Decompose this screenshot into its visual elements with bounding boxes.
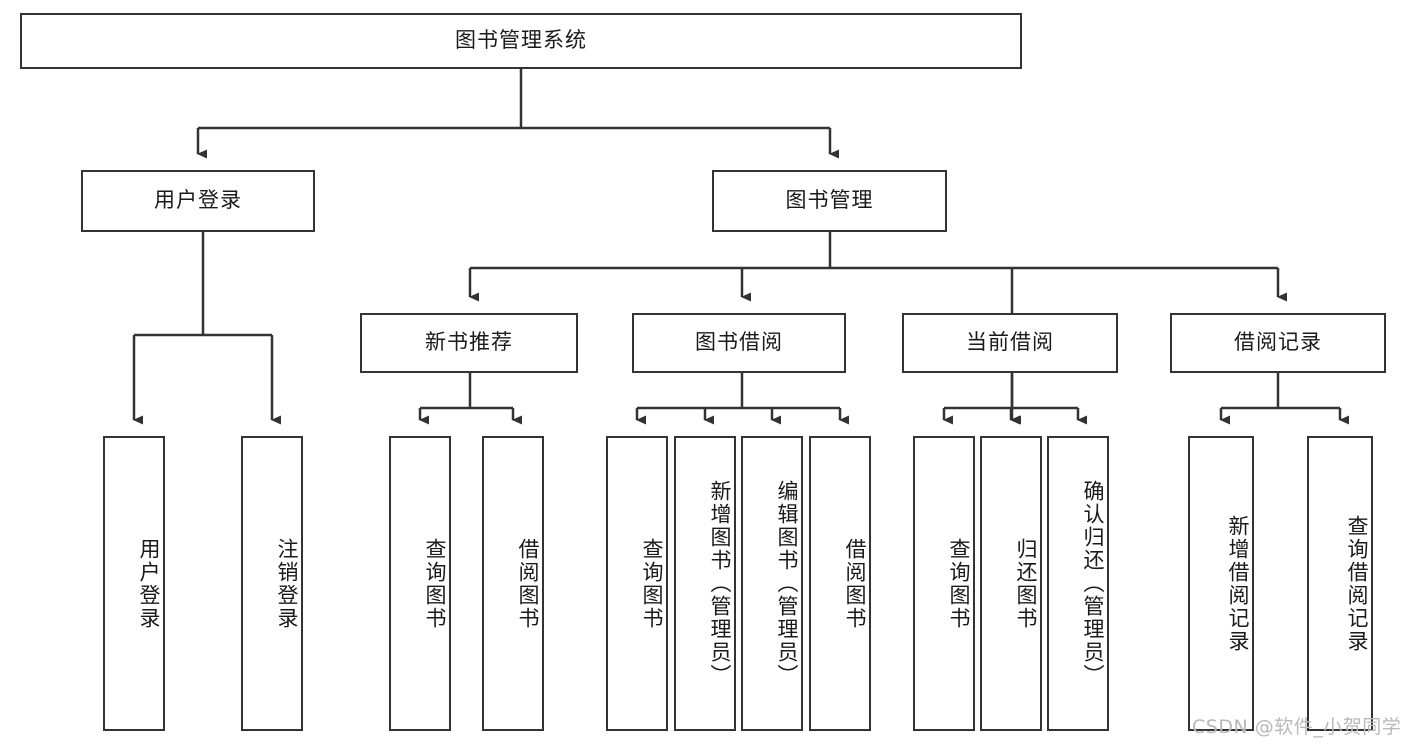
leaf-confirm-return-admin[interactable]: 确认归还（管理员） [1047, 436, 1109, 731]
node-label: 确认归还（管理员） [1081, 480, 1105, 687]
node-label: 用户登录 [137, 537, 161, 630]
node-label: 查询图书 [423, 537, 447, 630]
leaf-logout[interactable]: 注销登录 [241, 436, 303, 731]
leaf-add-book-admin[interactable]: 新增图书（管理员） [674, 436, 736, 731]
leaf-query-book[interactable]: 查询图书 [606, 436, 668, 731]
leaf-add-borrow-record[interactable]: 新增借阅记录 [1188, 436, 1254, 731]
node-label: 借阅图书 [516, 537, 540, 630]
node-label: 新增图书（管理员） [708, 480, 732, 687]
node-root[interactable]: 图书管理系统 [20, 13, 1022, 69]
node-label: 图书管理系统 [455, 28, 587, 53]
node-label: 新书推荐 [425, 330, 513, 355]
node-label: 查询图书 [640, 537, 664, 630]
node-label: 查询图书 [947, 537, 971, 630]
node-label: 图书借阅 [695, 330, 783, 355]
node-new-book-recommend[interactable]: 新书推荐 [360, 313, 578, 373]
leaf-query-book-current[interactable]: 查询图书 [913, 436, 975, 731]
leaf-query-book-recommend[interactable]: 查询图书 [389, 436, 451, 731]
node-label: 借阅图书 [843, 537, 867, 630]
node-label: 借阅记录 [1234, 330, 1322, 355]
node-book-borrow[interactable]: 图书借阅 [632, 313, 846, 373]
watermark: CSDN @软件_小贺同学 [1192, 716, 1402, 738]
node-label: 编辑图书（管理员） [775, 480, 799, 687]
node-label: 当前借阅 [966, 330, 1054, 355]
node-label: 注销登录 [275, 537, 299, 630]
leaf-user-login[interactable]: 用户登录 [103, 436, 165, 731]
node-user-login[interactable]: 用户登录 [81, 170, 315, 232]
leaf-borrow-book-recommend[interactable]: 借阅图书 [482, 436, 544, 731]
leaf-query-borrow-record[interactable]: 查询借阅记录 [1307, 436, 1373, 731]
node-book-management[interactable]: 图书管理 [712, 170, 947, 232]
leaf-borrow-book[interactable]: 借阅图书 [809, 436, 871, 731]
node-label: 新增借阅记录 [1226, 514, 1250, 653]
node-label: 图书管理 [785, 188, 874, 213]
node-borrow-record[interactable]: 借阅记录 [1170, 313, 1386, 373]
node-label: 查询借阅记录 [1345, 514, 1369, 653]
node-label: 用户登录 [154, 188, 242, 213]
node-current-borrow[interactable]: 当前借阅 [902, 313, 1118, 373]
leaf-edit-book-admin[interactable]: 编辑图书（管理员） [741, 436, 803, 731]
leaf-return-book[interactable]: 归还图书 [980, 436, 1042, 731]
node-label: 归还图书 [1014, 537, 1038, 630]
